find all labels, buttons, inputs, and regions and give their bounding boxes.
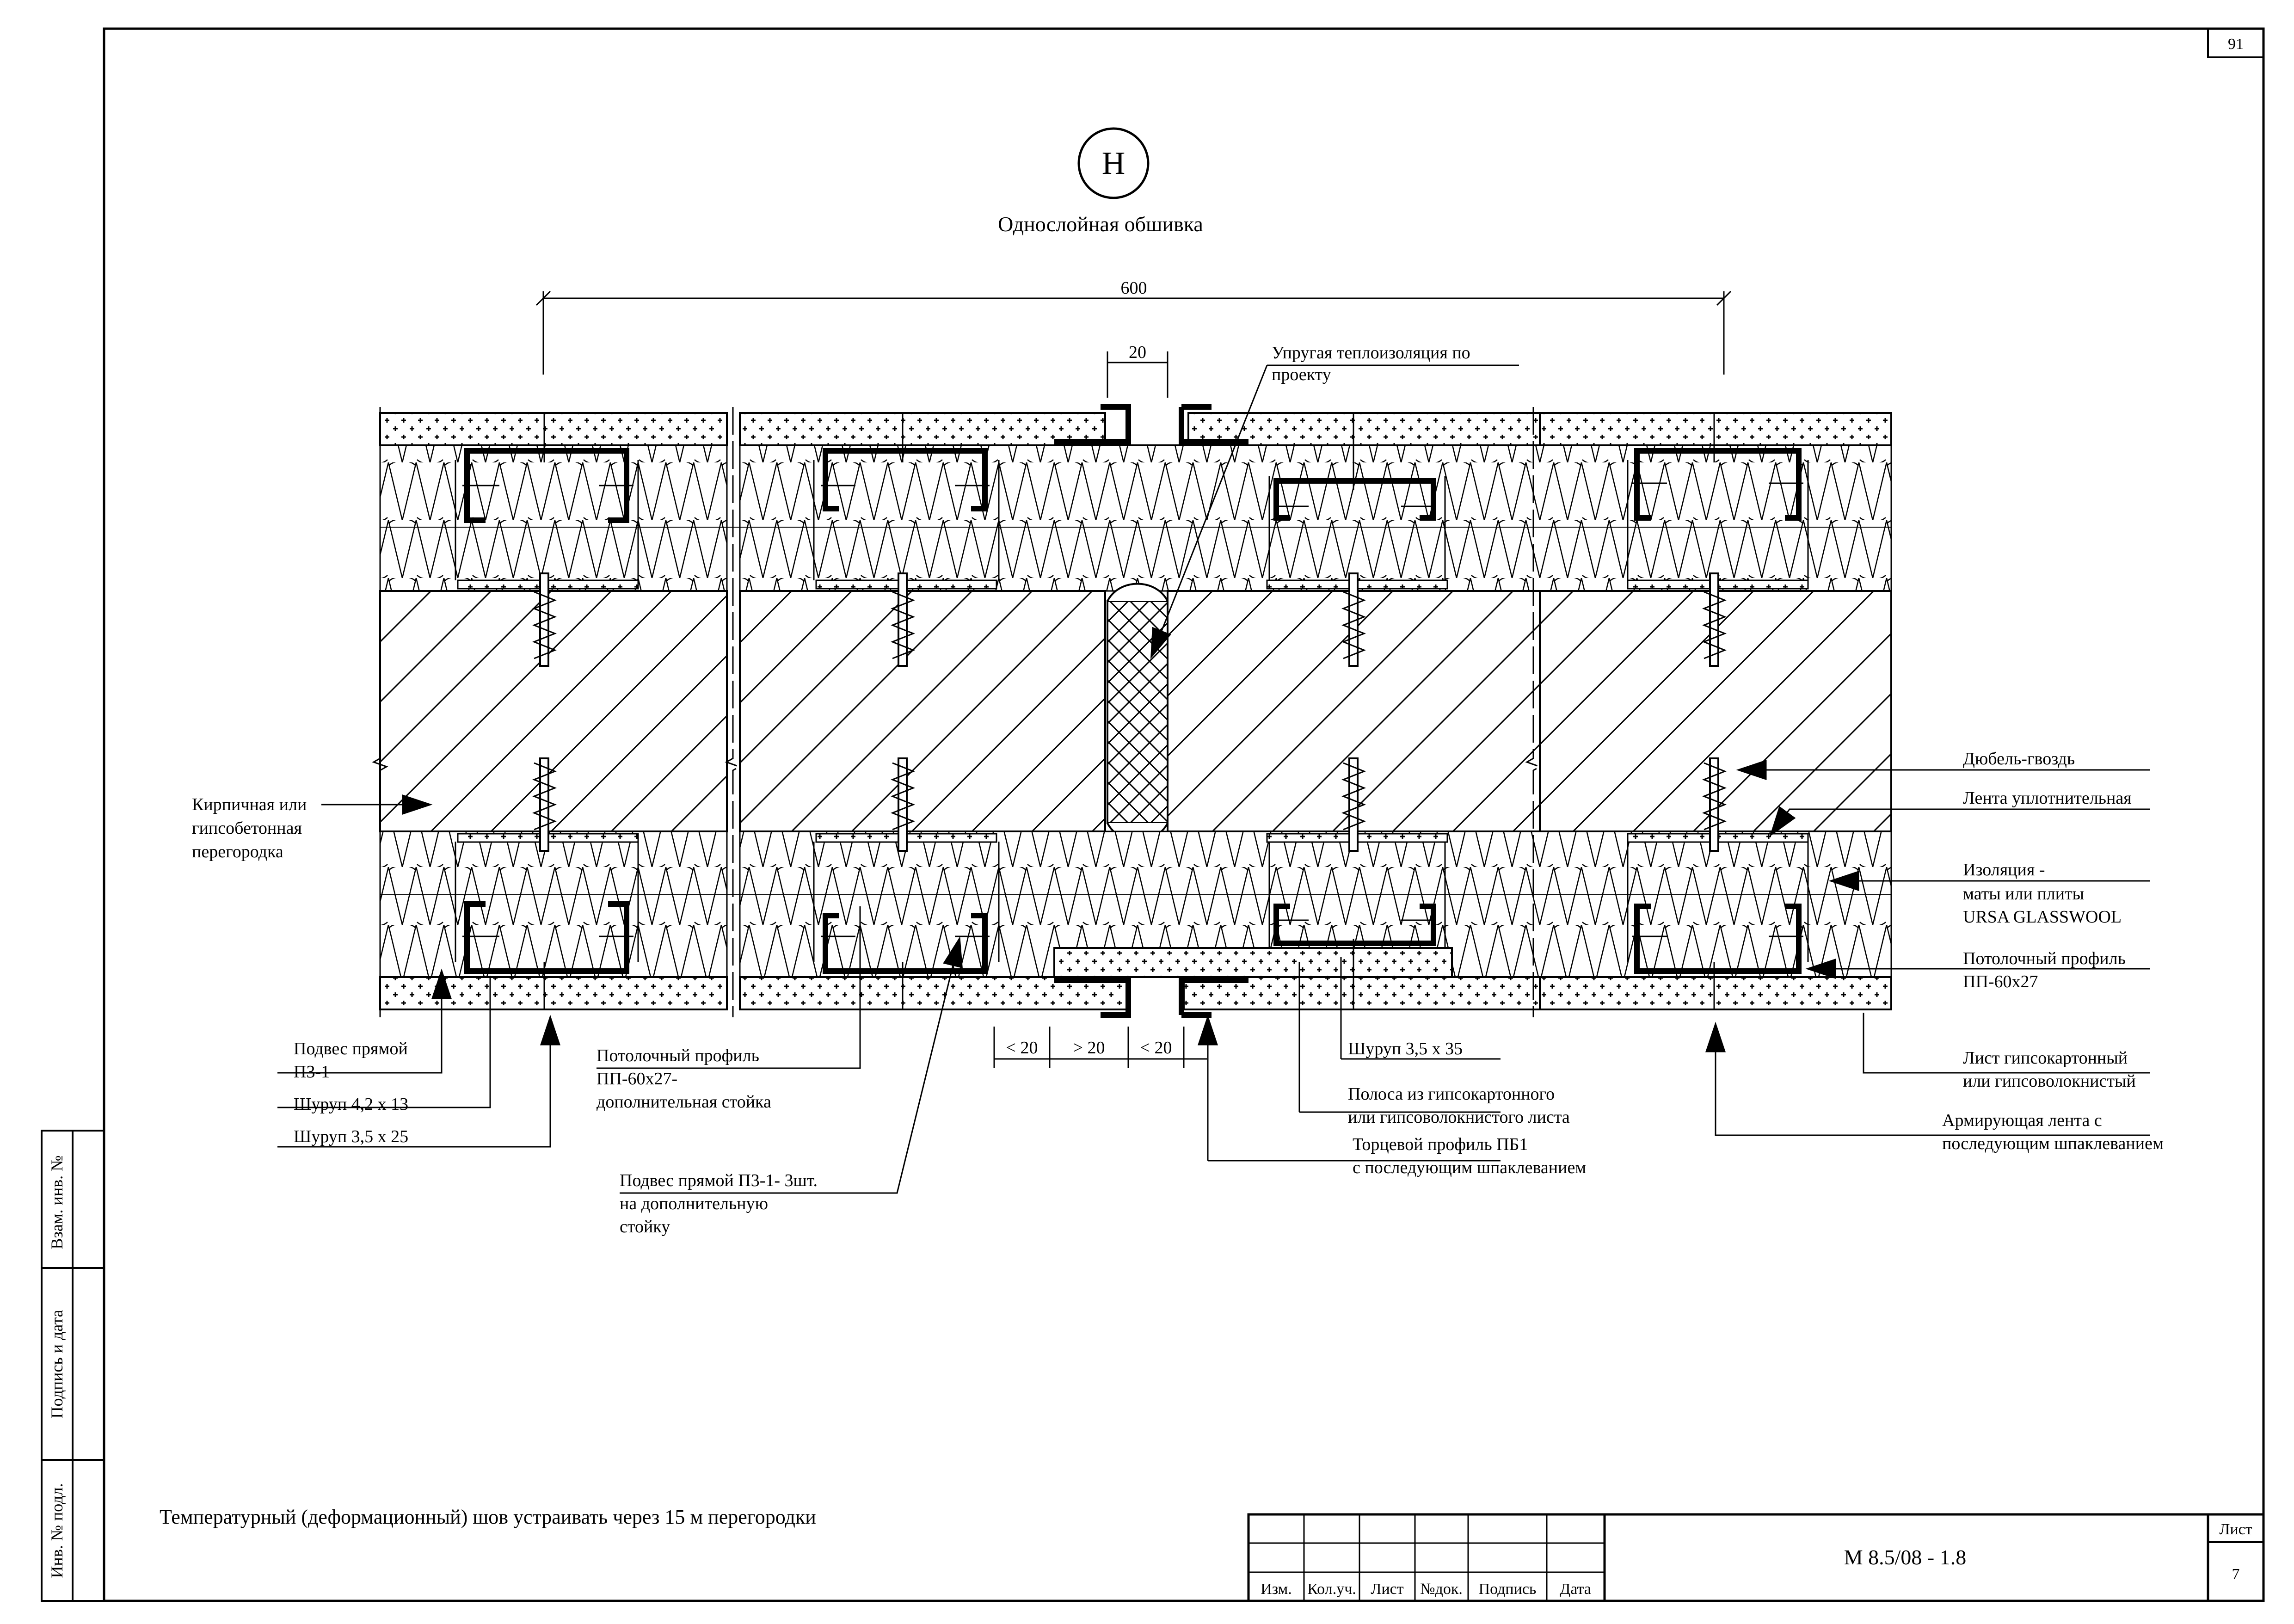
callout-sealing-tape: Лента уплотнительная bbox=[1963, 788, 2132, 808]
callout-reinforcing-tape-2: последующим шпаклеванием bbox=[1942, 1134, 2164, 1153]
side-stamp: Взам. инв. № Подпись и дата Инв. № подл. bbox=[41, 1130, 105, 1602]
dimension-20-label: 20 bbox=[1129, 343, 1146, 362]
gap-right-label: < 20 bbox=[1140, 1038, 1172, 1058]
callout-insulation-mats-2: маты или плиты bbox=[1963, 884, 2084, 904]
callout-screw-3-5-25: Шуруп 3,5 х 25 bbox=[294, 1127, 408, 1146]
dimension-20 bbox=[1107, 351, 1169, 398]
callout-extra-profile-2: ПП-60х27- bbox=[597, 1069, 677, 1089]
dimension-600-label: 600 bbox=[1121, 278, 1147, 298]
callout-brick-wall-2: гипсобетонная bbox=[192, 818, 302, 838]
callout-extra-profile-1: Потолочный профиль bbox=[597, 1046, 759, 1065]
callout-gypsum-strip-1: Полоса из гипсокартонного bbox=[1348, 1084, 1555, 1104]
sheet-frame: 91 bbox=[103, 27, 2265, 1602]
callout-insulation-mats-3: URSA GLASSWOOL bbox=[1963, 907, 2122, 927]
sheet-number: 91 bbox=[2228, 36, 2244, 53]
callout-screw-4-2: Шуруп 4,2 х 13 bbox=[294, 1095, 408, 1114]
callout-extra-hanger-1: Подвес прямой П3-1- 3шт. bbox=[620, 1171, 818, 1190]
callout-insulation-mats-1: Изоляция - bbox=[1963, 860, 2045, 880]
callout-brick-wall-3: перегородка bbox=[192, 842, 283, 861]
tb-col-izm: Изм. bbox=[1261, 1581, 1292, 1598]
callout-hanger-1: Подвес прямой bbox=[294, 1039, 408, 1058]
callout-gypsum-sheet-1: Лист гипсокартонный bbox=[1963, 1048, 2128, 1068]
callouts: Упругая теплоизоляция по проекту Кирпичн… bbox=[192, 343, 2164, 1236]
tb-col-list: Лист bbox=[1371, 1581, 1403, 1598]
callout-gypsum-sheet-2: или гипсоволокнистый bbox=[1963, 1071, 2136, 1091]
tb-col-ndok: №док. bbox=[1420, 1581, 1463, 1598]
tb-col-podpis: Подпись bbox=[1479, 1581, 1537, 1598]
section-title: Однослойная обшивка bbox=[998, 212, 1203, 236]
section-marker-letter: Н bbox=[1102, 146, 1125, 181]
callout-insulation-elastic-2: проекту bbox=[1272, 365, 1331, 384]
callout-dowel-nail: Дюбель-гвоздь bbox=[1963, 749, 2075, 769]
general-note: Температурный (деформационный) шов устра… bbox=[160, 1506, 816, 1528]
callout-insulation-elastic-1: Упругая теплоизоляция по bbox=[1272, 343, 1470, 363]
stamp-original-inv: Инв. № подл. bbox=[48, 1483, 66, 1578]
tb-sheet-label: Лист bbox=[2219, 1521, 2252, 1538]
tb-col-koluch: Кол.уч. bbox=[1307, 1581, 1356, 1598]
wall-assembly bbox=[372, 404, 1892, 1018]
callout-brick-wall-1: Кирпичная или bbox=[192, 795, 307, 814]
callout-gypsum-strip-2: или гипсоволокнистого листа bbox=[1348, 1107, 1570, 1127]
tb-designation: М 8.5/08 - 1.8 bbox=[1844, 1545, 1967, 1569]
callout-end-profile-2: с последующим шпаклеванием bbox=[1353, 1158, 1586, 1177]
callout-extra-hanger-2: на дополнительную bbox=[620, 1194, 768, 1213]
callout-extra-profile-3: дополнительная стойка bbox=[597, 1092, 771, 1112]
stamp-replace-inv: Взам. инв. № bbox=[48, 1156, 66, 1249]
callout-extra-hanger-3: стойку bbox=[620, 1217, 670, 1236]
callout-ceiling-profile-2: ПП-60х27 bbox=[1963, 972, 2038, 991]
tb-sheet-value: 7 bbox=[2232, 1566, 2240, 1583]
stamp-signature-date: Подпись и дата bbox=[48, 1310, 66, 1418]
leader-lines bbox=[277, 364, 2150, 1194]
gap-dimensions bbox=[993, 1027, 1207, 1068]
tb-col-data: Дата bbox=[1560, 1581, 1591, 1598]
callout-end-profile-1: Торцевой профиль ПБ1 bbox=[1353, 1135, 1528, 1154]
callout-reinforcing-tape-1: Армирующая лента с bbox=[1942, 1111, 2102, 1130]
section-marker: Н bbox=[1077, 127, 1150, 199]
callout-ceiling-profile-1: Потолочный профиль bbox=[1963, 949, 2126, 968]
gap-mid-label: > 20 bbox=[1073, 1038, 1105, 1058]
callout-screw-3-5-35: Шуруп 3,5 х 35 bbox=[1348, 1039, 1463, 1058]
dimension-600 bbox=[535, 290, 1732, 375]
callout-hanger-2: П3-1 bbox=[294, 1062, 330, 1082]
gap-left-label: < 20 bbox=[1006, 1038, 1038, 1058]
title-block: Изм. Кол.уч. Лист №док. Подпись Дата М 8… bbox=[1247, 1513, 2265, 1602]
